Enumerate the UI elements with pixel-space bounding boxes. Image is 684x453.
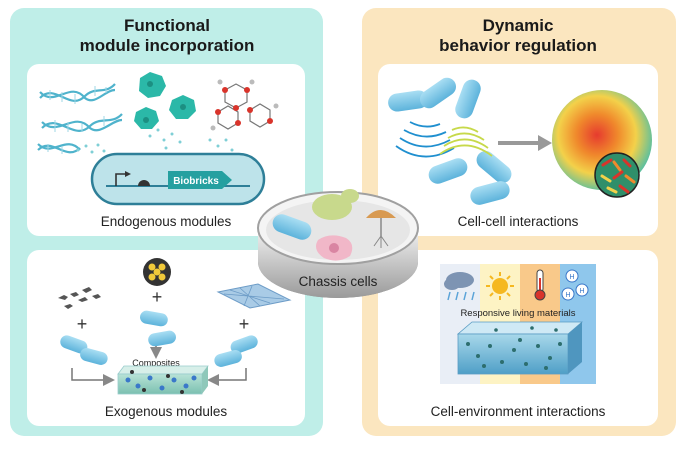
biobricks-label: Biobricks	[173, 176, 219, 187]
plus-sign-left: +	[77, 314, 88, 334]
thermometer-icon	[534, 269, 546, 301]
protein-icons	[134, 72, 196, 129]
sugar-atoms	[210, 79, 279, 131]
ion-label-1: H	[569, 274, 574, 281]
plus-sign-right: +	[239, 314, 250, 334]
composite-block	[117, 365, 209, 395]
ion-label-3: H	[565, 292, 570, 299]
right-title-line1: Dynamic	[483, 16, 554, 35]
living-material-block	[456, 321, 584, 375]
sun-icon	[486, 272, 514, 300]
cell-cell-label: Cell-cell interactions	[458, 214, 579, 229]
proton-ion-icons	[561, 269, 589, 301]
chassis-bacterium	[272, 214, 312, 240]
biobricks-construct	[168, 171, 232, 189]
signal-waves-yellow	[439, 126, 493, 157]
chassis-mammalian-cell	[316, 235, 353, 261]
signal-waves-blue	[395, 121, 455, 158]
chassis-fungus	[366, 210, 396, 248]
composites-label: Composites	[132, 358, 180, 368]
endogenous-box	[27, 64, 305, 236]
graphene-flake-icons	[58, 287, 101, 309]
signaling-cells	[388, 77, 512, 205]
chassis-cells-label: Chassis cells	[299, 274, 378, 289]
left-title-line2: module incorporation	[80, 36, 255, 55]
dna-helix-icons	[37, 83, 123, 154]
sphere-zoom-inset	[594, 152, 640, 198]
responsive-materials-label: Responsive living materials	[460, 308, 575, 319]
endogenous-label: Endogenous modules	[101, 214, 232, 229]
dna-rungs	[47, 86, 107, 154]
arrow-to-sphere-head	[538, 135, 552, 151]
plus-sign-middle: +	[152, 287, 163, 307]
left-title-line1: Functional	[124, 16, 210, 35]
nanoparticle-icon	[143, 258, 171, 286]
exogenous-label: Exogenous modules	[105, 404, 228, 419]
cell-env-label: Cell-environment interactions	[431, 404, 606, 419]
petri-dish	[257, 191, 419, 298]
arrow-right-to-composite	[207, 368, 247, 386]
ion-label-2: H	[579, 288, 584, 295]
rain-cloud-icon	[444, 272, 475, 301]
fiber-mesh-icon	[216, 283, 292, 309]
composite-particles	[125, 370, 197, 394]
material-particles	[466, 326, 562, 370]
arrow-left-to-composite	[71, 368, 115, 386]
exogenous-cells	[60, 310, 258, 367]
right-title-line2: behavior regulation	[439, 36, 597, 55]
chassis-yeast	[312, 189, 359, 220]
